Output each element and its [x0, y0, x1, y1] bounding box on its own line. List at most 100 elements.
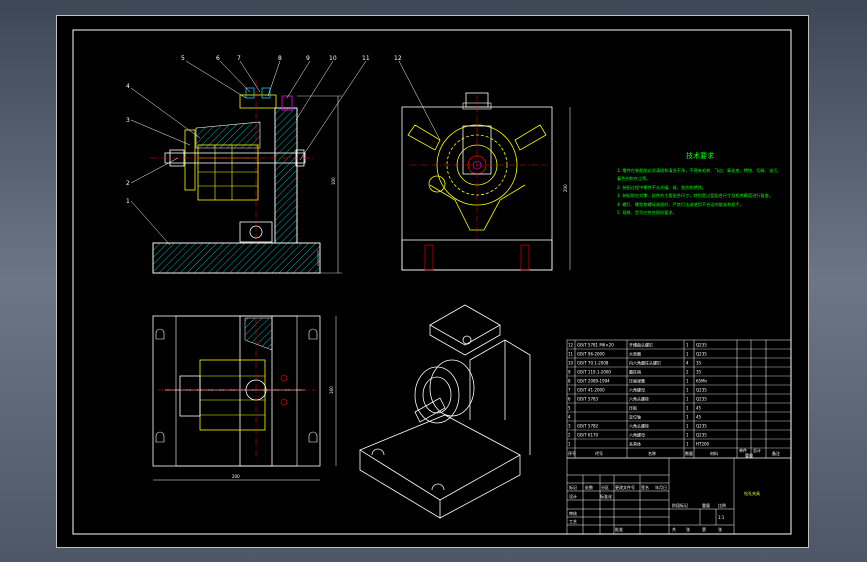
balloon-12: 12 — [394, 55, 402, 62]
bom-cell-mat: Q235 — [696, 397, 707, 402]
bom-cell-no: 5 — [568, 406, 571, 411]
balloon-8: 8 — [278, 55, 282, 62]
bom-cell-no: 11 — [568, 352, 574, 357]
bom-h-code: 代号 — [595, 450, 603, 456]
tb-label-ratio: 比例 — [718, 502, 726, 508]
balloon-9: 9 — [306, 55, 310, 62]
tb-label-mark: 标记 — [569, 484, 577, 490]
tech-line-6: 5. 规格、型号应符合图纸要求。 — [617, 209, 677, 216]
bom-h-no: 序号 — [568, 450, 576, 456]
balloon-5: 5 — [181, 55, 185, 62]
bom-cell-qty: 1 — [686, 343, 689, 348]
tb-label-process: 工艺 — [569, 519, 577, 524]
bom-cell-qty: 4 — [686, 361, 689, 366]
dim-front-height: 100 — [331, 177, 336, 185]
bom-cell-mat: Q235 — [696, 433, 707, 438]
bom-h-unit-weight: 单件 — [739, 447, 747, 453]
bom-cell-name: 六角螺母 — [629, 432, 645, 438]
bom-cell-code: GB/T 5782 — [577, 424, 599, 429]
bom-h-total-weight: 总计 — [753, 447, 761, 453]
bom-cell-name: 六角头螺栓 — [629, 423, 649, 429]
isometric-view — [359, 304, 531, 519]
tb-label-sheet-no: 第 — [702, 526, 706, 532]
bom-cell-qty: 1 — [686, 352, 689, 357]
bom-cell-mat: HT200 — [696, 442, 710, 447]
bom-cell-qty: 1 — [686, 397, 689, 402]
bom-cell-mat: 45 — [696, 415, 702, 420]
bom-cell-name: 压板 — [629, 405, 637, 411]
technical-requirements: 技术要求 1. 零件在装配前必须清理和清洗干净，不得有毛刺、飞边、氧化皮、锈蚀、… — [617, 151, 781, 216]
bom-cell-code: GB/T 5781 M6×20 — [577, 343, 614, 348]
drawing-title: 钻孔夹具 — [744, 490, 760, 496]
tb-label-zone: 分区 — [601, 484, 609, 490]
bom-cell-mat: Q235 — [696, 343, 707, 348]
bom-cell-no: 7 — [568, 388, 571, 393]
balloon-3: 3 — [126, 117, 130, 124]
bom-cell-no: 12 — [568, 343, 574, 348]
tb-label-review: 审核 — [569, 510, 577, 516]
bom-cell-name: 六角螺母 — [629, 387, 645, 393]
bom-cell-qty: 1 — [686, 388, 689, 393]
bom-cell-code: GB/T 119.1-2000 — [577, 370, 611, 375]
bom-cell-name: 大垫圈 — [629, 351, 641, 357]
bom-cell-mat: 35 — [696, 370, 702, 375]
bom-cell-mat: Q235 — [696, 352, 707, 357]
balloon-2: 2 — [126, 180, 130, 187]
title-block-text: 钻孔夹具 1:1 标记 处数 分区 更改文件号 签名 年月日 设计 标准化 审核… — [569, 484, 760, 532]
balloon-1: 1 — [126, 198, 130, 205]
bom-cell-qty: 1 — [686, 379, 689, 384]
bom-cell-qty: 1 — [686, 433, 689, 438]
bom-h-name: 名称 — [648, 450, 656, 456]
balloon-6: 6 — [216, 55, 220, 62]
bom-cell-name: 六角头螺栓 — [629, 396, 649, 402]
bill-of-materials — [566, 339, 792, 459]
bom-header: 序号 代号 名称 数量 材料 单件 总计 重量 备注 — [568, 447, 780, 458]
bom-cell-code: GB/T 70.1-2008 — [577, 361, 609, 366]
inner-border — [72, 29, 792, 535]
bom-cell-mat: 35 — [696, 361, 702, 366]
tb-label-approve: 批准 — [615, 526, 623, 532]
bom-cell-name: 圆柱销 — [629, 369, 641, 375]
bom-cell-qty: 1 — [686, 406, 689, 411]
tech-line-1: 1. 零件在装配前必须清理和清洗干净，不得有毛刺、飞边、氧化皮、锈蚀、切屑、油污… — [617, 167, 781, 174]
side-view: 200 — [401, 92, 571, 271]
bom-cell-name: 内六角圆柱头螺钉 — [629, 360, 661, 366]
bom-cell-code: GB/T 41-2000 — [577, 388, 605, 393]
dim-plan-height: 160 — [329, 386, 334, 394]
bom-cell-no: 1 — [568, 442, 571, 447]
bom-cell-no: 9 — [568, 370, 571, 375]
bom-cell-mat: 65Mn — [696, 379, 708, 384]
balloon-10: 10 — [329, 55, 337, 62]
tb-label-standard: 标准化 — [600, 493, 612, 499]
tech-title: 技术要求 — [686, 151, 714, 160]
bom-cell-name: 夹具体 — [629, 441, 641, 447]
balloon-7: 7 — [237, 55, 241, 62]
bom-cell-no: 8 — [568, 379, 571, 384]
bom-h-note: 备注 — [772, 450, 780, 456]
bom-h-mat: 材料 — [710, 450, 718, 456]
bom-h-weight: 重量 — [745, 452, 753, 458]
title-block — [566, 457, 792, 535]
tech-line-2: 着色剂和灰尘等。 — [617, 175, 651, 182]
tb-label-sign: 签名 — [641, 484, 649, 490]
bom-cell-qty: 1 — [686, 415, 689, 420]
tech-line-5: 4. 螺钉、螺栓和螺母紧固时，严禁打击或使用不合适的旋具和扳手。 — [617, 201, 744, 208]
bom-cell-mat: 45 — [696, 406, 702, 411]
plan-view: 200 160 — [152, 315, 337, 481]
bom-cell-no: 4 — [568, 415, 571, 420]
bom-cell-name: 压缩弹簧 — [629, 378, 645, 384]
tb-label-total: 共 — [672, 526, 676, 532]
bom-cell-no: 6 — [568, 397, 571, 402]
tb-label-count: 处数 — [585, 484, 593, 490]
tb-label-weight: 重量 — [702, 502, 710, 508]
bom-cell-mat: Q235 — [696, 424, 707, 429]
bom-cell-code: GB/T 6170 — [577, 433, 599, 438]
dim-plan-width: 200 — [232, 474, 240, 479]
tb-label-sheet: 张 — [718, 526, 722, 532]
tb-label-sheets: 张 — [686, 526, 690, 532]
bom-cell-no: 3 — [568, 424, 571, 429]
part-balloons: 4 3 2 1 5 6 7 8 9 10 11 12 — [126, 55, 441, 246]
drawing-scale: 1:1 — [718, 515, 725, 520]
dim-side-height: 200 — [563, 184, 568, 192]
